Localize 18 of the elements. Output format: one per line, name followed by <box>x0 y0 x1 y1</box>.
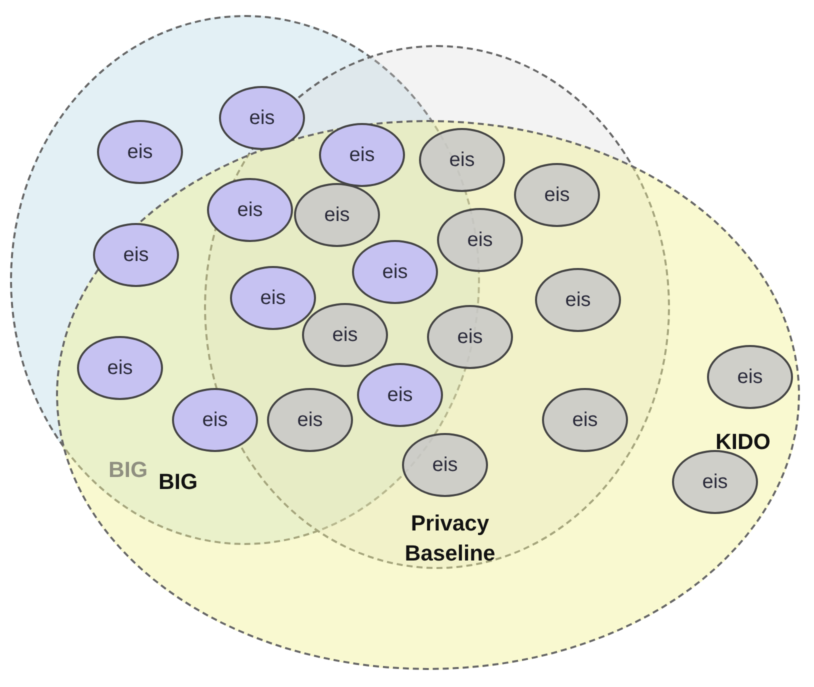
member-oval: eis <box>319 123 405 187</box>
member-oval: eis <box>97 120 183 184</box>
member-oval: eis <box>672 450 758 514</box>
member-oval: eis <box>707 345 793 409</box>
member-oval: eis <box>294 183 380 247</box>
set-label: BIG <box>157 468 199 496</box>
member-oval: eis <box>207 178 293 242</box>
member-oval: eis <box>230 266 316 330</box>
member-oval: eis <box>172 388 258 452</box>
member-oval: eis <box>352 240 438 304</box>
member-oval: eis <box>357 363 443 427</box>
member-oval: eis <box>219 86 305 150</box>
member-oval: eis <box>267 388 353 452</box>
member-oval: eis <box>302 303 388 367</box>
set-label: Privacy Baseline <box>404 509 496 567</box>
member-oval: eis <box>77 336 163 400</box>
member-oval: eis <box>93 223 179 287</box>
faint-label: BIG <box>108 456 148 484</box>
